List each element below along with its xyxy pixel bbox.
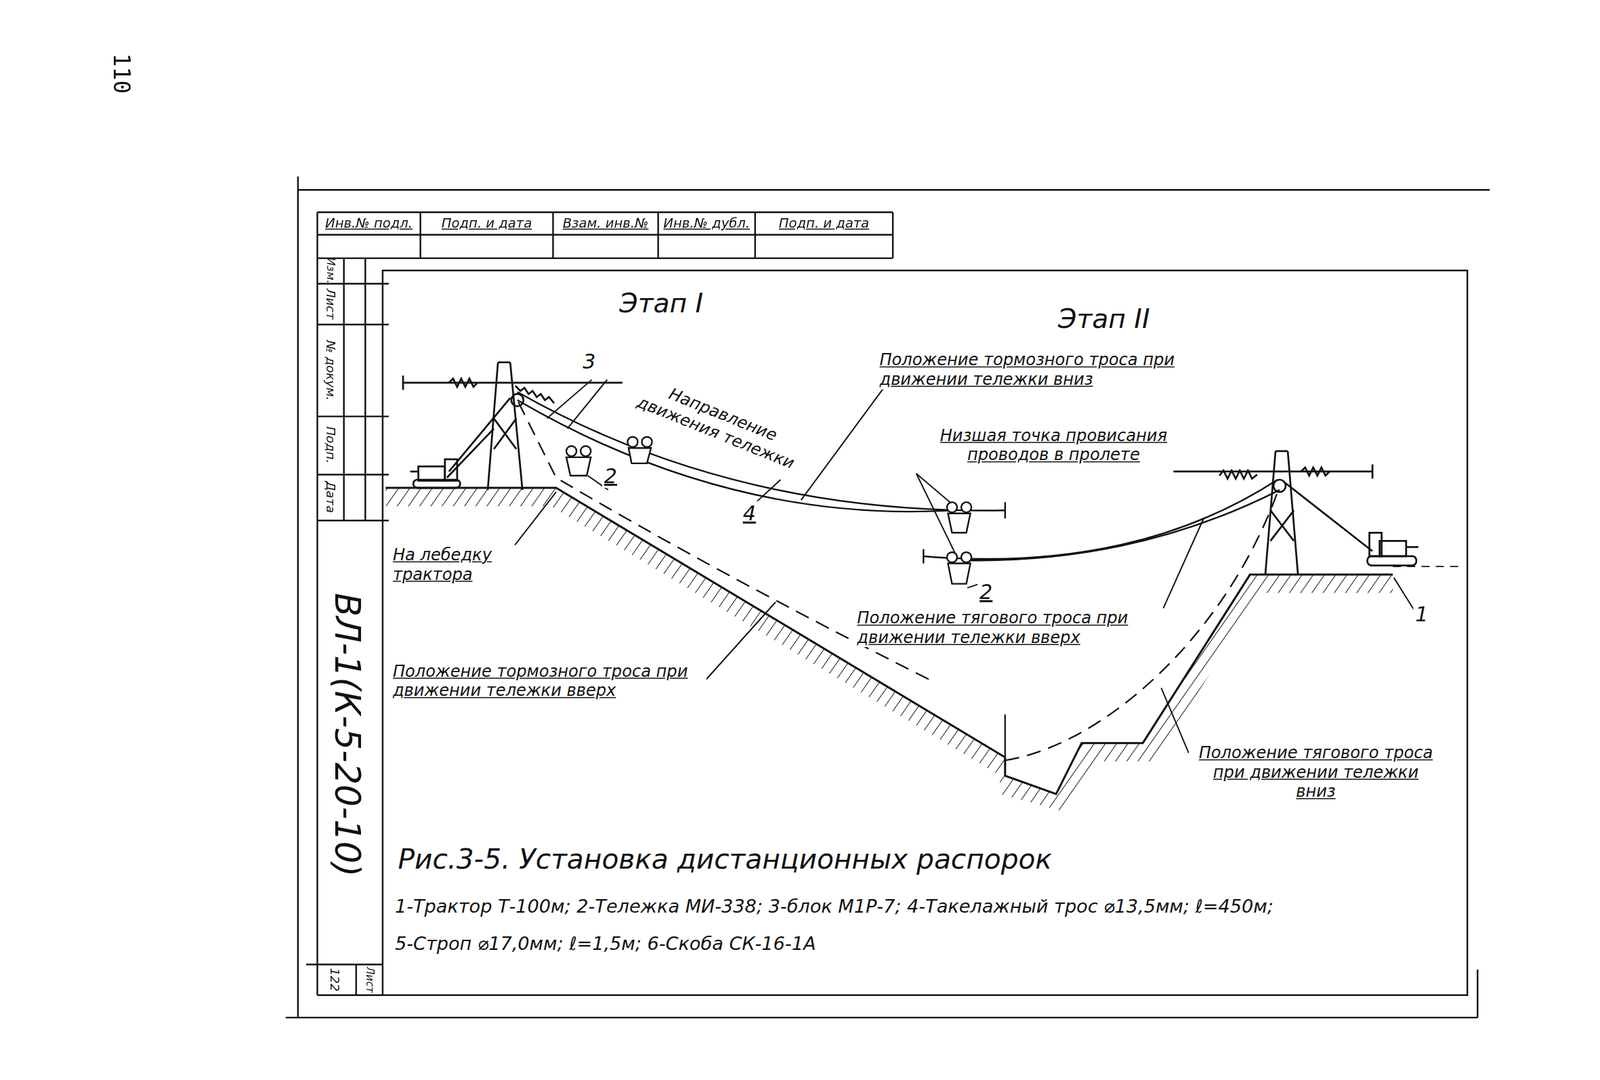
position-note: Положение тормозного троса при движении … — [877, 350, 1188, 390]
strip-cell: Подп. — [323, 426, 339, 464]
frame — [285, 176, 1491, 1018]
callout-number: 2 — [602, 463, 620, 488]
position-note: Низшая точка провисания проводов в проле… — [896, 425, 1212, 465]
right-tower — [1173, 451, 1373, 575]
stage-title: Этап I — [617, 287, 706, 320]
page-number: 110 — [107, 53, 135, 95]
header-cell: Инв.№ дубл. — [658, 215, 756, 231]
strip-cell: № докум. — [323, 340, 339, 401]
drawing-code: ВЛ-1(К-5-20-10) — [325, 592, 368, 877]
callout-number: 3 — [580, 348, 598, 374]
callout-number: 4 — [741, 501, 759, 526]
header-cell: Подп. и дата — [755, 215, 893, 231]
strip-cell: Лист — [323, 288, 339, 320]
header-cell: Подп. и дата — [420, 215, 554, 231]
legend-note: 5-Строп ⌀17,0мм; ℓ=1,5м; 6-Скоба СК-16-1… — [392, 932, 819, 956]
left-tower — [403, 362, 623, 490]
ropes-dashed — [518, 402, 1278, 761]
stage-title: Этап II — [1056, 302, 1152, 335]
tractor — [1367, 532, 1419, 565]
callout-number: 2 — [977, 579, 995, 605]
figure-caption: Рис.3-5. Установка дистанционных распоро… — [395, 842, 1054, 876]
sheet-number: 122 — [327, 967, 343, 992]
callout-number: 1 — [1413, 602, 1430, 627]
ground — [385, 487, 1460, 813]
position-note: Положение тормозного троса при движении … — [390, 661, 706, 701]
sheet-label: Лист — [363, 966, 376, 993]
winch-note: На лебедку трактора — [390, 544, 538, 584]
wires — [517, 391, 1280, 563]
legend-note: 1-Трактор Т-100м; 2-Тележка МИ-338; 3-бл… — [392, 894, 1276, 918]
position-note: Положение тягового троса при движении те… — [1188, 743, 1443, 803]
direction-note: Направление движения тележки — [632, 373, 807, 475]
header-cell: Взам. инв.№ — [552, 215, 658, 231]
strip-cell: Дата — [323, 480, 339, 513]
header-cell: Инв.№ подл. — [317, 215, 420, 231]
tractor — [410, 459, 461, 488]
strip-cell: Изм. — [323, 257, 338, 284]
position-note: Положение тягового троса при движении те… — [854, 608, 1170, 648]
